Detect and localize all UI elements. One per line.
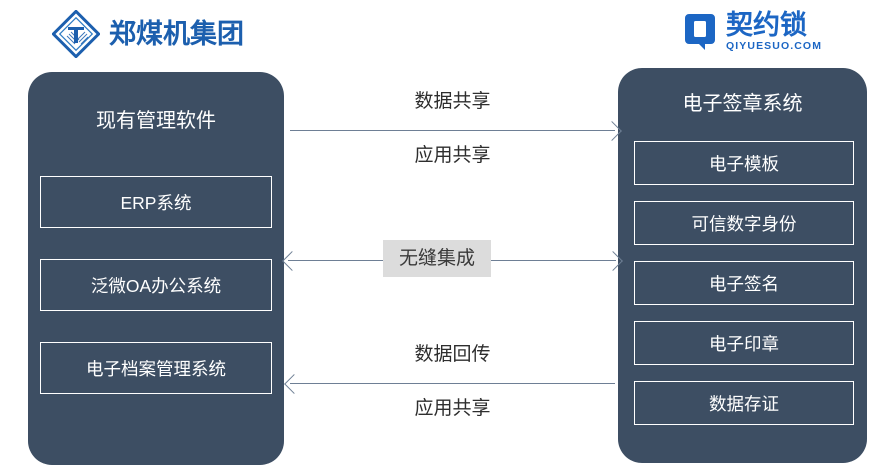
left-panel-item-erp[interactable]: ERP系统 (40, 176, 272, 228)
logo-zhengmeiji-text: 郑煤机集团 (109, 18, 244, 49)
zhengmeiji-diamond-icon (51, 9, 101, 59)
connector-top-label-above: 数据共享 (414, 91, 491, 112)
left-panel-title: 现有管理软件 (96, 110, 216, 132)
right-panel-item-data-evidence[interactable]: 数据存证 (634, 381, 854, 425)
right-panel-esign-system: 电子签章系统 电子模板 可信数字身份 电子签名 电子印章 数据存证 (618, 68, 867, 463)
right-panel-item-esignature[interactable]: 电子签名 (634, 261, 854, 305)
logo-qiyuesuo-subtitle: QIYUESUO.COM (726, 40, 823, 52)
connector-middle-arrowhead-left (282, 250, 302, 271)
left-panel-item-archive[interactable]: 电子档案管理系统 (40, 342, 272, 394)
connector-bottom-label-above: 数据回传 (414, 344, 491, 365)
connector-middle-label: 无缝集成 (383, 240, 492, 277)
qiyuesuo-q-icon (683, 13, 717, 51)
connector-top-line (290, 130, 615, 131)
right-panel-item-template[interactable]: 电子模板 (634, 141, 854, 185)
right-panel-item-eseal[interactable]: 电子印章 (634, 321, 854, 365)
connector-bottom-label-below: 应用共享 (414, 398, 491, 419)
connector-bottom-arrowhead-left (284, 373, 304, 394)
connector-bottom-line (290, 383, 615, 384)
left-panel-item-oa[interactable]: 泛微OA办公系统 (40, 259, 272, 311)
logo-qiyuesuo-text-group: 契约锁 QIYUESUO.COM (726, 12, 822, 52)
right-panel-item-digital-identity[interactable]: 可信数字身份 (634, 201, 854, 245)
logo-zhengmeiji: 郑煤机集团 (51, 9, 244, 59)
connector-top-label-below: 应用共享 (414, 145, 491, 166)
left-panel-existing-software: 现有管理软件 ERP系统 泛微OA办公系统 电子档案管理系统 (28, 72, 284, 465)
logo-qiyuesuo-name: 契约锁 (726, 10, 807, 40)
right-panel-title: 电子签章系统 (682, 93, 803, 115)
logo-qiyuesuo: 契约锁 QIYUESUO.COM (683, 12, 822, 52)
